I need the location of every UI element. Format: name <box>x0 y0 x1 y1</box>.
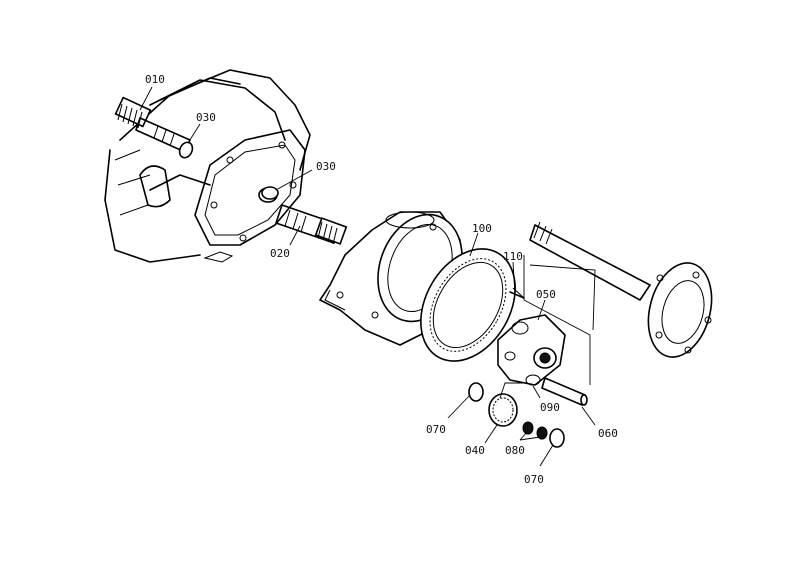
part-labels: 010 030 030 020 100 110 050 060 090 070 … <box>145 73 618 486</box>
transmission-case <box>104 69 311 263</box>
label-080: 080 <box>505 444 525 457</box>
label-030-lower: 030 <box>316 160 336 173</box>
label-070-right: 070 <box>524 473 544 486</box>
part-100-ring-gear <box>420 248 516 362</box>
leader-lines <box>139 86 596 467</box>
part-080-needle-bearing <box>522 421 548 440</box>
part-010-input-shaft <box>114 96 191 153</box>
label-040: 040 <box>465 444 485 457</box>
label-050: 050 <box>536 288 556 301</box>
label-020: 020 <box>270 247 290 260</box>
part-030-ring-upper <box>178 141 194 159</box>
label-110: 110 <box>503 250 523 263</box>
part-070-washer-left <box>468 382 484 402</box>
part-040-planet-gear <box>488 393 518 427</box>
part-020-splined-shaft <box>275 204 348 245</box>
part-060-pin <box>541 377 588 406</box>
label-070-left: 070 <box>426 423 446 436</box>
part-070-washer-right <box>549 428 565 448</box>
label-090: 090 <box>540 401 560 414</box>
label-060: 060 <box>598 427 618 440</box>
label-030-upper: 030 <box>196 111 216 124</box>
label-100: 100 <box>472 222 492 235</box>
part-050-carrier <box>497 314 566 386</box>
label-010: 010 <box>145 73 165 86</box>
part-030-ring-lower <box>261 186 279 200</box>
axle-shaft <box>529 221 713 358</box>
